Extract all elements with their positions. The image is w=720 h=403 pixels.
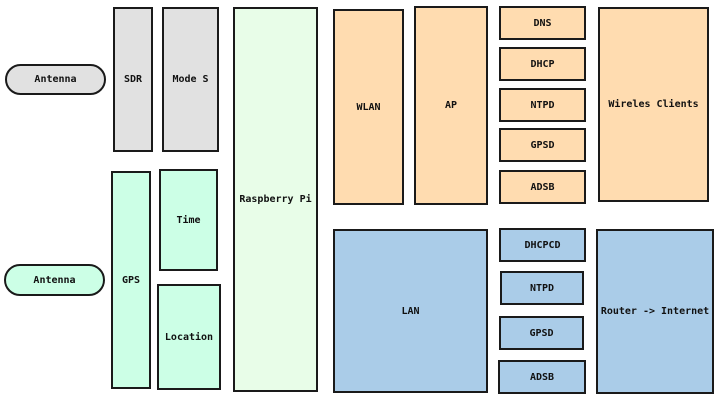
wlan-service-dns: DNS (499, 6, 586, 40)
wlan-service-label: NTPD (530, 99, 555, 111)
raspberry-pi-label: Raspberry Pi (239, 194, 312, 205)
lan-service-ntpd: NTPD (500, 271, 584, 305)
location-label: Location (164, 331, 214, 343)
wlan-service-adsb: ADSB (499, 170, 586, 204)
antenna-bottom-node: Antenna (4, 264, 105, 296)
lan-service-label: DHCPCD (524, 239, 561, 251)
wlan-service-label: GPSD (530, 139, 555, 151)
antenna-top-label: Antenna (34, 74, 77, 85)
ap-node: AP (414, 6, 488, 205)
wlan-service-label: DNS (533, 17, 552, 29)
wlan-service-gpsd: GPSD (499, 128, 586, 162)
lan-service-label: NTPD (529, 282, 555, 294)
wlan-service-ntpd: NTPD (499, 88, 586, 122)
lan-service-adsb: ADSB (498, 360, 586, 394)
time-node: Time (159, 169, 218, 271)
lan-service-label: ADSB (529, 371, 555, 383)
antenna-top-node: Antenna (5, 64, 106, 95)
antenna-bottom-label: Antenna (33, 274, 76, 286)
ap-label: AP (444, 100, 458, 111)
wlan-service-dhcp: DHCP (499, 47, 586, 81)
wlan-node: WLAN (333, 9, 404, 205)
lan-node: LAN (333, 229, 488, 393)
wlan-service-label: DHCP (530, 58, 555, 70)
location-node: Location (157, 284, 221, 390)
raspberry-pi-node: Raspberry Pi (233, 7, 318, 392)
sdr-label: SDR (123, 74, 143, 85)
gps-node: GPS (111, 171, 151, 389)
gps-label: GPS (121, 274, 141, 286)
wlan-label: WLAN (356, 101, 381, 113)
wireless-clients-node: Wireles Clients (598, 7, 709, 202)
mode-s-label: Mode S (172, 74, 209, 85)
router-internet-label: Router -> Internet (600, 306, 710, 317)
lan-label: LAN (401, 305, 420, 317)
sdr-node: SDR (113, 7, 153, 152)
mode-s-node: Mode S (162, 7, 219, 152)
wireless-clients-label: Wireles Clients (608, 99, 699, 110)
lan-service-label: GPSD (529, 327, 554, 339)
wlan-service-label: ADSB (530, 181, 555, 193)
time-label: Time (176, 214, 201, 226)
router-internet-node: Router -> Internet (596, 229, 714, 394)
lan-service-gpsd: GPSD (499, 316, 584, 350)
lan-service-dhcpcd: DHCPCD (499, 228, 586, 262)
